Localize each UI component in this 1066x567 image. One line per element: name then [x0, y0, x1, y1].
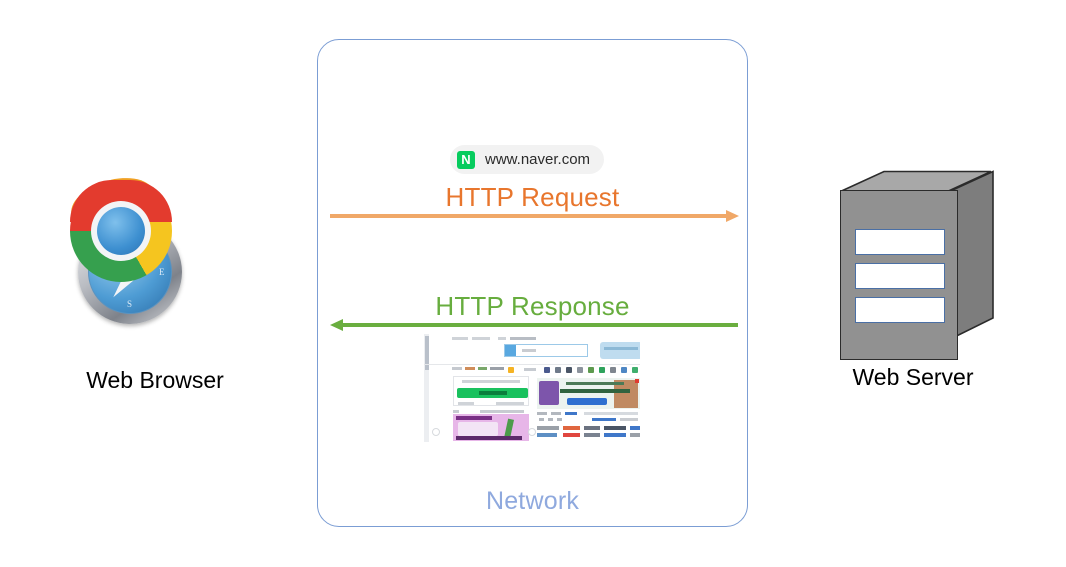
thumb-menu-divider — [424, 364, 640, 365]
thumb-grid-tab — [557, 418, 562, 421]
thumb-grid-tab — [548, 418, 553, 421]
thumb-cta-label — [479, 391, 507, 395]
chrome-blue-center — [97, 207, 145, 255]
url-text: www.naver.com — [485, 151, 591, 168]
thumb-shortcut-icon — [566, 367, 572, 373]
server-slot — [855, 297, 945, 323]
web-browser-icon-group: N S W E — [65, 169, 240, 350]
thumb-banner-headline — [566, 382, 624, 385]
thumb-menu-item — [490, 367, 504, 370]
thumb-promo-title — [456, 416, 492, 420]
thumb-tile — [604, 426, 626, 430]
thumb-grid-tab — [539, 418, 544, 421]
thumb-shortcut-icon — [544, 367, 550, 373]
network-boundary-box — [317, 39, 748, 527]
web-server-icon — [840, 170, 994, 360]
http-request-label: HTTP Request — [445, 182, 620, 212]
thumbnail-scroll-handle — [424, 336, 429, 370]
http-response-arrow — [330, 319, 738, 331]
thumb-nav-item — [472, 337, 490, 340]
thumb-grid-link — [592, 418, 616, 421]
thumb-section-title — [480, 410, 524, 413]
thumb-nav-item — [510, 337, 536, 340]
thumb-promo-caption — [456, 436, 522, 440]
thumb-tile — [604, 433, 626, 437]
thumb-card-subtext — [496, 402, 524, 405]
thumb-shortcut-icon — [555, 367, 561, 373]
web-browser-label: Web Browser — [86, 367, 224, 393]
thumb-next-button — [528, 428, 536, 436]
server-slot — [855, 263, 945, 289]
arrow-head-left-icon — [330, 319, 343, 331]
server-front-face — [840, 190, 958, 360]
thumb-tile — [584, 433, 600, 437]
thumb-promo-image — [458, 422, 498, 436]
thumb-tile — [537, 426, 559, 430]
thumb-shortcut-icon — [610, 367, 616, 373]
thumb-search-icon — [505, 345, 516, 356]
thumb-tile — [537, 433, 557, 437]
http-request-arrow — [330, 210, 739, 222]
url-bar[interactable]: N www.naver.com — [450, 145, 605, 174]
thumb-weather-text — [604, 347, 638, 350]
thumb-menu-item — [452, 367, 462, 370]
thumb-grid-link — [620, 418, 638, 421]
thumb-pager — [453, 410, 459, 413]
arrow-head-right-icon — [726, 210, 739, 222]
thumb-shortcut-icon — [577, 367, 583, 373]
server-slot — [855, 229, 945, 255]
thumb-menu-icon — [508, 367, 514, 373]
thumb-search-placeholder — [522, 349, 536, 352]
thumb-tile — [563, 426, 580, 430]
thumb-menu-item — [465, 367, 475, 370]
thumb-tab — [537, 412, 547, 415]
thumb-tile — [563, 433, 580, 437]
thumb-shortcut-icon — [621, 367, 627, 373]
thumb-prev-button — [432, 428, 440, 436]
thumb-banner-headline — [560, 389, 630, 393]
naver-page-thumbnail — [424, 334, 640, 442]
thumb-weather-widget — [600, 342, 640, 359]
chrome-icon — [70, 180, 172, 460]
thumb-menu-item — [524, 368, 536, 371]
thumb-nav-item — [498, 337, 506, 340]
http-response-label: HTTP Response — [435, 291, 630, 321]
arrow-shaft — [342, 323, 738, 327]
thumb-tile — [630, 426, 640, 430]
thumb-tile — [584, 426, 600, 430]
thumb-banner-close-icon — [635, 379, 639, 383]
thumb-shortcut-icon — [599, 367, 605, 373]
thumb-card-text — [462, 380, 520, 383]
thumb-tab-active — [565, 412, 577, 415]
thumb-shortcut-icon — [588, 367, 594, 373]
thumb-tile — [630, 433, 640, 437]
thumb-menu-item — [478, 367, 487, 370]
network-label: Network — [485, 487, 580, 515]
thumbnail-scrollbar — [424, 334, 429, 442]
thumb-nav-item — [452, 337, 468, 340]
thumb-card-subtext — [458, 402, 474, 405]
arrow-shaft — [330, 214, 726, 218]
thumb-banner-illustration — [539, 381, 559, 405]
thumb-tab — [551, 412, 561, 415]
thumb-search-box — [504, 344, 588, 357]
thumb-section-meta — [584, 412, 638, 415]
naver-favicon-icon: N — [457, 150, 475, 169]
thumb-banner-button — [567, 398, 607, 405]
thumb-shortcut-icon — [632, 367, 638, 373]
web-server-label: Web Server — [852, 364, 974, 390]
